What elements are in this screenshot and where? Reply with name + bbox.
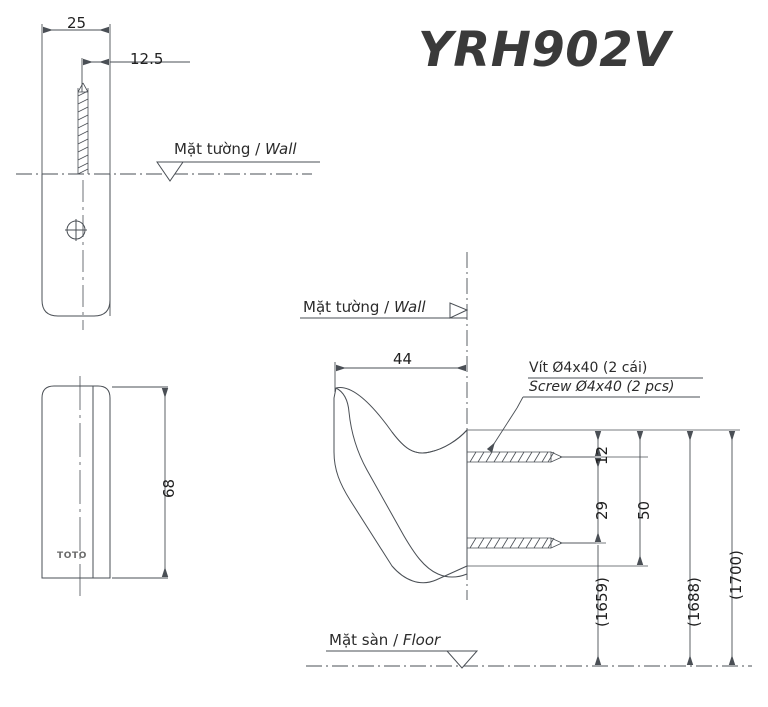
dimension-label-68: 68: [160, 478, 178, 498]
wall-label-top-vi: Mặt tường: [174, 140, 251, 158]
toto-logo: TOTO: [57, 551, 87, 561]
floor-label-en: Floor: [402, 631, 441, 649]
wall-label-side: Mặt tường / Wall: [303, 298, 426, 316]
wall-label-top-sep: /: [250, 140, 265, 158]
wall-symbol-triangle-side: [300, 302, 469, 319]
wall-label-side-sep: /: [379, 298, 394, 316]
screw-note: Vít Ø4x40 (2 cái) Screw Ø4x40 (2 pcs): [529, 359, 675, 397]
screw-note-line-vi: Vít Ø4x40 (2 cái): [529, 360, 648, 376]
hook-profile: [333, 387, 468, 584]
floor-label-vi: Mặt sàn: [329, 631, 389, 649]
wall-label-top: Mặt tường / Wall: [174, 140, 297, 158]
dimension-label-44: 44: [393, 350, 413, 368]
floor-label-sep: /: [388, 631, 403, 649]
wall-symbol-triangle-top: [156, 161, 320, 182]
floor-label: Mặt sàn / Floor: [329, 631, 440, 649]
dimension-extension-lines: [467, 429, 740, 567]
dimension-label-12: 12: [593, 445, 611, 465]
wall-label-side-vi: Mặt tường: [303, 298, 380, 316]
dimension-label-25: 25: [67, 14, 87, 32]
dimension-label-12-5: 12.5: [130, 50, 164, 68]
dimension-12-5: [81, 58, 190, 92]
screw-vertical: [77, 82, 89, 175]
dimension-label-1688: (1688): [685, 577, 703, 627]
screw-head-phillips: [65, 219, 87, 241]
dimension-label-1659: (1659): [593, 577, 611, 627]
screw-note-line-en: Screw Ø4x40 (2 pcs): [529, 378, 675, 395]
page-title: YRH902V: [418, 22, 671, 78]
dimension-label-1700: (1700): [727, 550, 745, 600]
dimension-label-50: 50: [635, 500, 653, 520]
dimension-68: [112, 386, 169, 579]
floor-symbol-triangle: [326, 650, 479, 669]
dimension-44: [334, 362, 466, 392]
dimension-25: [41, 24, 111, 316]
wall-label-top-en: Wall: [264, 140, 297, 158]
plate-top-view: [41, 174, 111, 317]
dimension-label-29: 29: [593, 500, 611, 520]
screw-note-leader: [486, 377, 703, 453]
wall-label-side-en: Wall: [393, 298, 426, 316]
plate-front-view: [41, 385, 111, 579]
